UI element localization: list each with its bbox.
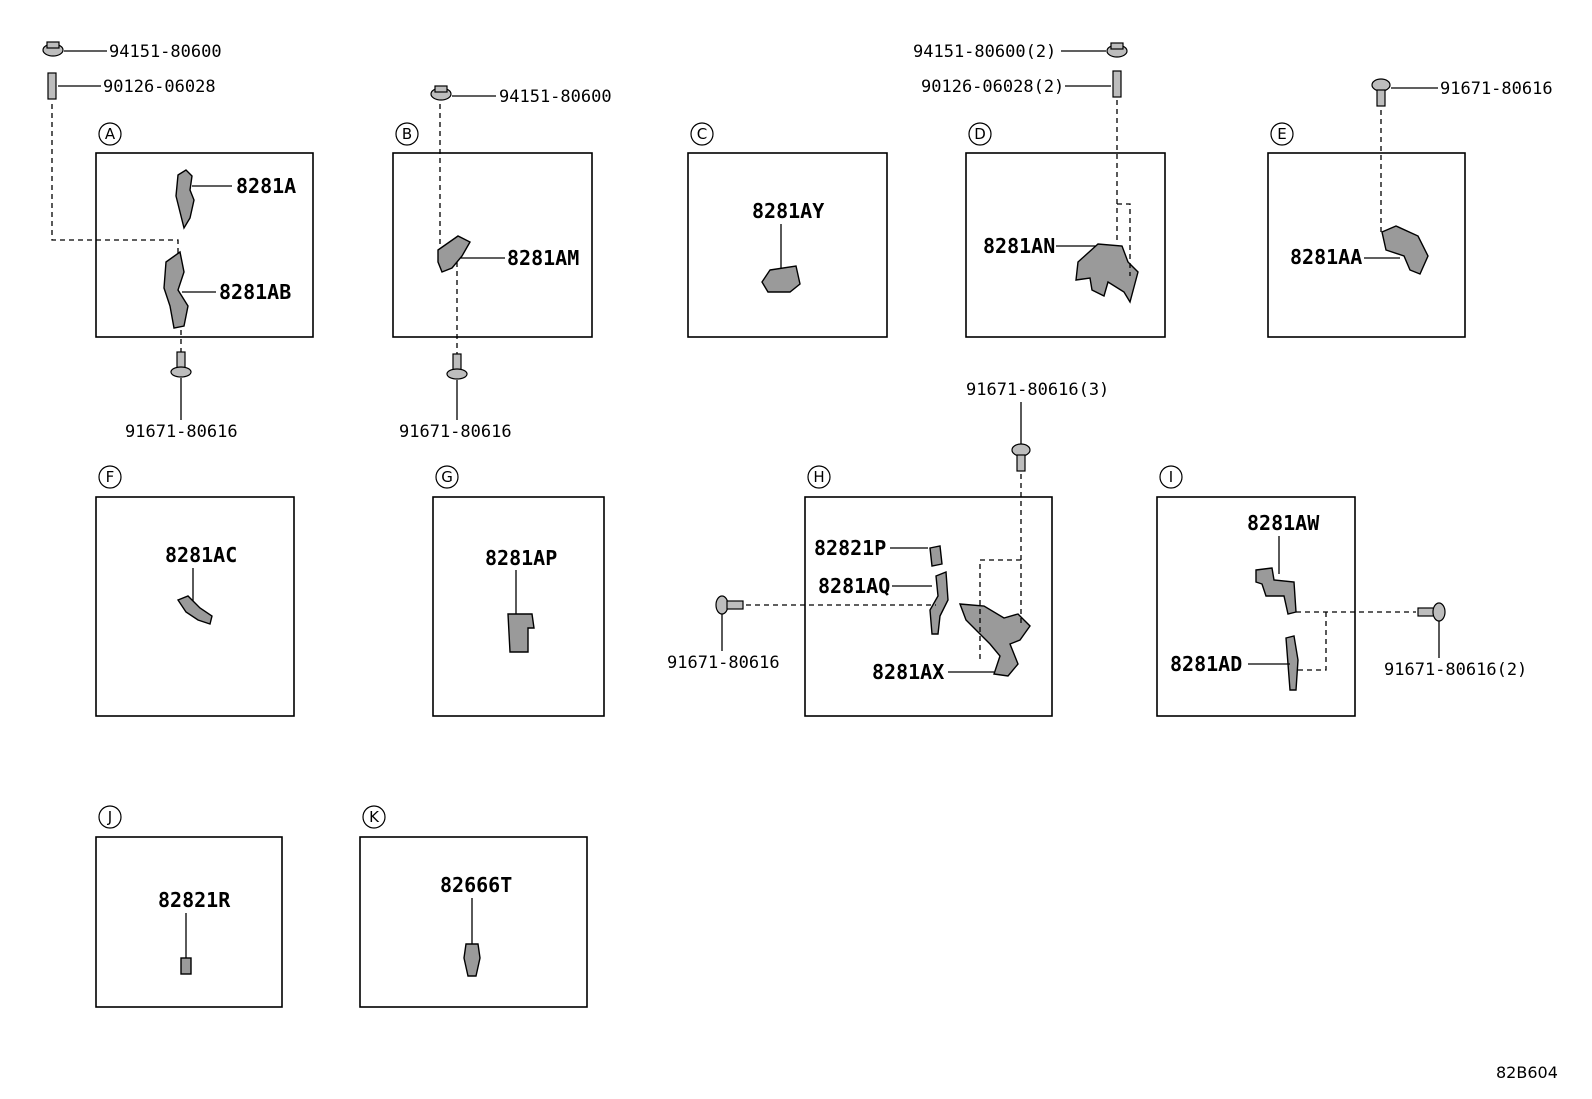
panel-f-marker: [98, 465, 122, 489]
panel-f: F 8281AC: [95, 465, 295, 717]
bolt-icon: [446, 353, 468, 380]
part-82821r-shape[interactable]: [180, 957, 192, 975]
fastener-label[interactable]: 91671-80616: [125, 422, 238, 442]
part-label-8281ap[interactable]: 8281AP: [485, 546, 557, 570]
nut-icon: [1106, 42, 1128, 58]
panel-k: K 82666T: [359, 805, 588, 1008]
panel-k-marker: [362, 805, 386, 829]
panel-a-frame: [95, 152, 314, 338]
panel-j-frame: [95, 836, 283, 1008]
panel-h-letter: H: [813, 468, 824, 486]
panel-e-letter: E: [1277, 125, 1286, 143]
panel-d-frame: [965, 152, 1166, 338]
panel-g-marker: [435, 465, 459, 489]
part-label-8281an[interactable]: 8281AN: [983, 234, 1055, 258]
part-label-8281ay[interactable]: 8281AY: [752, 199, 824, 223]
panel-c-marker: [690, 122, 714, 146]
panel-b-marker: [395, 122, 419, 146]
part-label-8281ab[interactable]: 8281AB: [219, 280, 291, 304]
fastener-label[interactable]: 94151-80600: [109, 42, 222, 62]
part-8281ap-shape[interactable]: [507, 613, 535, 653]
part-82666t-shape[interactable]: [463, 943, 481, 977]
fastener-label[interactable]: 91671-80616: [399, 422, 512, 442]
bolt-icon: [170, 351, 192, 378]
fastener-label[interactable]: 90126-06028(2): [921, 77, 1064, 97]
fastener-label[interactable]: 94151-80600: [499, 87, 612, 107]
nut-icon: [42, 41, 64, 57]
panel-f-frame: [95, 496, 295, 717]
panel-k-letter: K: [369, 808, 380, 826]
part-label-82821p[interactable]: 82821P: [814, 536, 886, 560]
part-8281an-shape[interactable]: [1075, 243, 1139, 304]
part-label-8281aq[interactable]: 8281AQ: [818, 574, 890, 598]
part-label-8281ad[interactable]: 8281AD: [1170, 652, 1242, 676]
panel-f-letter: F: [106, 468, 115, 486]
part-label-8281ax[interactable]: 8281AX: [872, 660, 944, 684]
panel-d-letter: D: [974, 125, 986, 143]
part-label-8281aw[interactable]: 8281AW: [1247, 511, 1320, 535]
fastener-label[interactable]: 94151-80600(2): [913, 42, 1056, 62]
panel-c: C 8281AY: [687, 122, 888, 338]
fastener-label[interactable]: 90126-06028: [103, 77, 216, 97]
panel-b-frame: [392, 152, 593, 338]
stud-bolt-icon: [1112, 70, 1122, 98]
part-label-8281a[interactable]: 8281A: [236, 174, 296, 198]
part-8281ax-shape[interactable]: [958, 603, 1031, 677]
panel-e-marker: [1270, 122, 1294, 146]
panel-j-letter: J: [107, 808, 112, 826]
panel-i: I 8281AW 8281AD 91671-80616(2): [1156, 465, 1527, 717]
bolt-icon: [715, 595, 744, 615]
panel-e-frame: [1267, 152, 1466, 338]
part-82821p-shape[interactable]: [929, 545, 943, 567]
panel-a-marker: [98, 122, 122, 146]
panel-g-letter: G: [441, 468, 453, 486]
part-8281aa-shape[interactable]: [1381, 225, 1429, 275]
panel-a: A 8281A 8281AB 94151-80600 90126-06028 9…: [42, 41, 314, 442]
panel-i-marker: [1159, 465, 1183, 489]
bolt-icon: [1417, 602, 1446, 622]
diagram-code: 82B604: [1496, 1063, 1558, 1082]
part-8281aw-shape[interactable]: [1255, 567, 1297, 615]
part-8281ab-shape[interactable]: [163, 250, 189, 329]
part-label-82821r[interactable]: 82821R: [158, 888, 231, 912]
fastener-label[interactable]: 91671-80616(2): [1384, 660, 1527, 680]
panel-i-frame: [1156, 496, 1356, 717]
part-8281am-shape[interactable]: [437, 235, 471, 273]
fastener-label[interactable]: 91671-80616: [667, 653, 780, 673]
panel-a-letter: A: [105, 125, 116, 143]
panel-d: D 8281AN 94151-80600(2) 90126-06028(2): [913, 42, 1166, 338]
part-8281aq-shape[interactable]: [929, 570, 949, 635]
panel-h: H 82821P 8281AQ 8281AX 91671-80616(3) 91…: [667, 380, 1109, 717]
panel-c-letter: C: [697, 125, 707, 143]
part-8281a-shape[interactable]: [175, 169, 195, 230]
part-8281ay-shape[interactable]: [761, 265, 801, 293]
part-label-8281aa[interactable]: 8281AA: [1290, 245, 1362, 269]
panel-j: J 82821R: [95, 805, 283, 1008]
stud-bolt-icon: [47, 72, 57, 100]
panel-b-letter: B: [402, 125, 412, 143]
fastener-label[interactable]: 91671-80616(3): [966, 380, 1109, 400]
panel-b: B 8281AM 94151-80600 91671-80616: [392, 85, 612, 442]
panel-e: E 8281AA 91671-80616: [1267, 78, 1553, 338]
panel-h-frame: [804, 496, 1053, 717]
fastener-label[interactable]: 91671-80616: [1440, 79, 1553, 99]
part-label-8281ac[interactable]: 8281AC: [165, 543, 237, 567]
panel-j-marker: [98, 805, 122, 829]
panel-c-frame: [687, 152, 888, 338]
bolt-icon: [1371, 78, 1391, 107]
panel-k-frame: [359, 836, 588, 1008]
nut-icon: [430, 85, 452, 101]
part-label-8281am[interactable]: 8281AM: [507, 246, 579, 270]
panel-d-marker: [968, 122, 992, 146]
part-8281ad-shape[interactable]: [1285, 635, 1299, 691]
panel-g: G 8281AP: [432, 465, 605, 717]
panel-g-frame: [432, 496, 605, 717]
part-label-82666t[interactable]: 82666T: [440, 873, 512, 897]
panel-i-letter: I: [1169, 468, 1173, 486]
panel-h-marker: [807, 465, 831, 489]
bolt-icon: [1011, 443, 1031, 472]
part-8281ac-shape[interactable]: [176, 595, 213, 625]
